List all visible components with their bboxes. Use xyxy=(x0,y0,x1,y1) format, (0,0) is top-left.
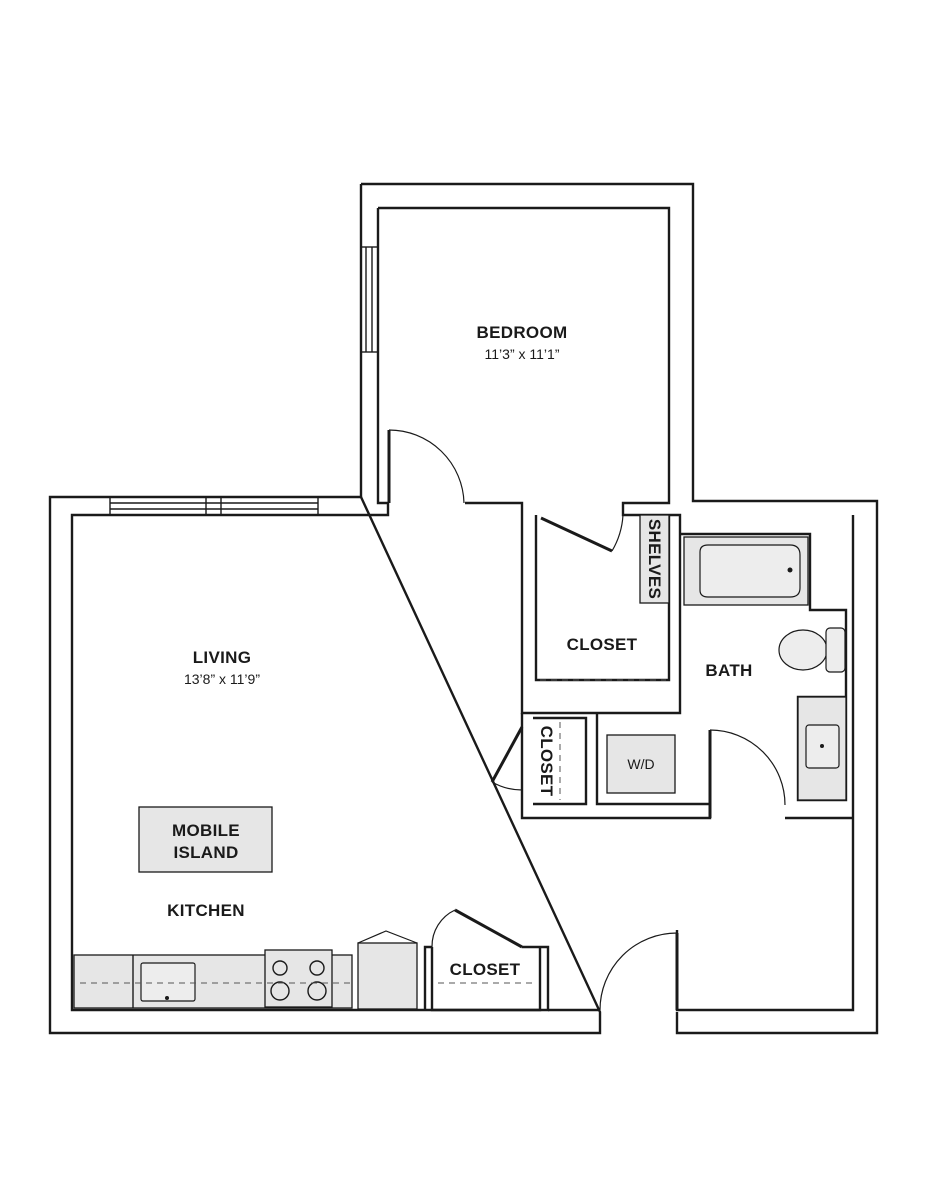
windows xyxy=(109,246,379,516)
living-window xyxy=(109,496,319,516)
outer-walls xyxy=(48,182,879,1035)
shelves-label: SHELVES xyxy=(645,519,664,599)
bedroom-window xyxy=(360,246,379,353)
burner-icon xyxy=(272,960,288,976)
entry-closet-name: CLOSET xyxy=(450,960,521,979)
mobile-island-line1: MOBILE xyxy=(172,821,240,840)
small-closet-name: CLOSET xyxy=(537,726,556,797)
entry-closet-door xyxy=(454,908,523,949)
cooktop xyxy=(264,949,333,1008)
bath-fixtures xyxy=(683,536,847,801)
tub-drain-icon xyxy=(787,567,793,573)
mobile-island xyxy=(138,806,273,873)
burner-icon xyxy=(307,981,327,1001)
washer-dryer-label: W/D xyxy=(627,756,654,772)
bedroom-left-wall xyxy=(359,184,388,505)
small-closet-door xyxy=(490,726,524,783)
refrigerator xyxy=(357,942,418,1010)
washer-dryer xyxy=(606,734,676,794)
kitchen-name: KITCHEN xyxy=(167,901,245,920)
living-dimensions: 13’8” x 11’9” xyxy=(184,671,260,687)
burner-icon xyxy=(270,981,290,1001)
bath-name: BATH xyxy=(705,661,752,680)
kitchen-counter xyxy=(73,930,418,1010)
toilet-icon xyxy=(778,629,828,671)
bedroom-closet-name: CLOSET xyxy=(567,635,638,654)
mobile-island-line2: ISLAND xyxy=(173,843,238,862)
inner-wall-outline xyxy=(70,206,682,1012)
living-name: LIVING xyxy=(193,648,251,667)
kitchen-sink-icon xyxy=(140,962,196,1002)
shelves xyxy=(639,514,670,604)
bedroom-name: BEDROOM xyxy=(477,323,568,342)
outer-wall-outline xyxy=(48,182,879,1035)
bedroom-closet-door xyxy=(540,516,613,553)
bedroom-dimensions: 11’3” x 11’1” xyxy=(485,346,560,362)
utility-walls xyxy=(520,713,853,820)
doors xyxy=(387,429,786,1011)
entry-closet-walls xyxy=(430,947,542,1012)
burner-icon xyxy=(309,960,325,976)
